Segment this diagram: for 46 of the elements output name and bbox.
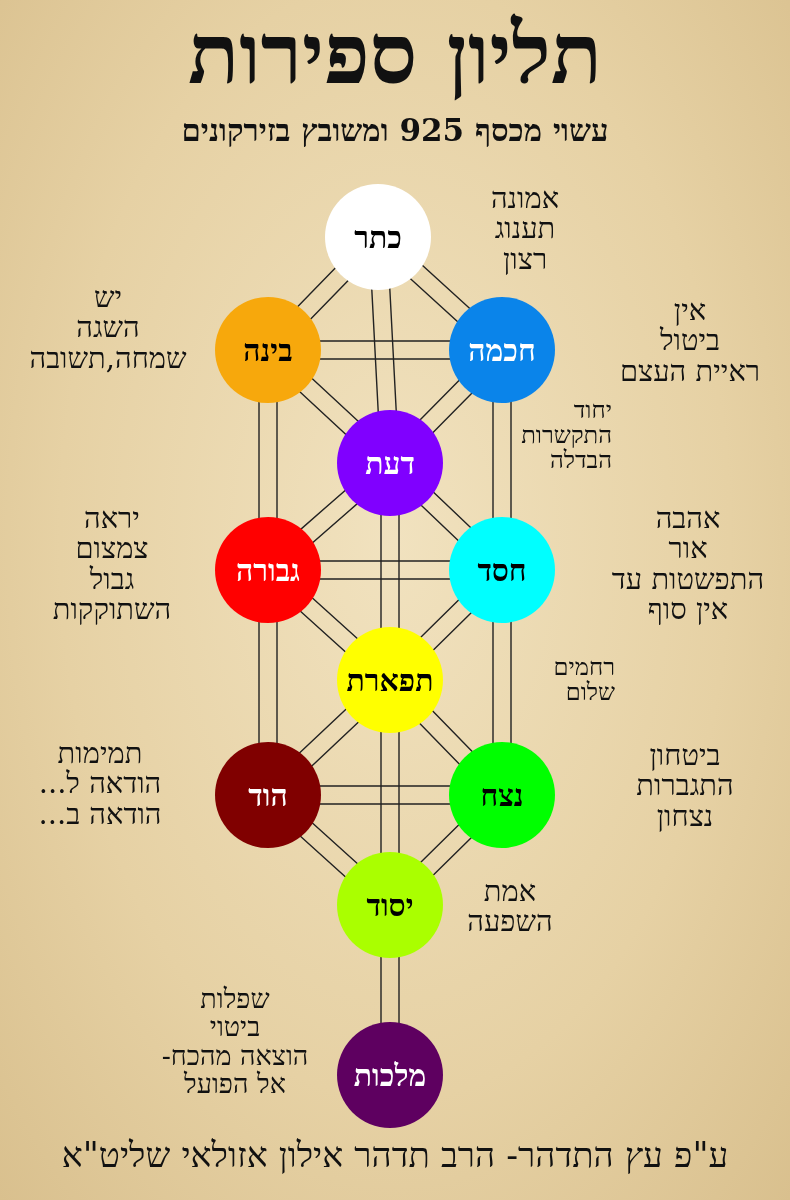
attribute-text: שלום xyxy=(565,680,615,706)
attribute-text: יש xyxy=(93,282,123,313)
attribute-text: הודאה ב... xyxy=(38,798,162,830)
attribute-text: אין xyxy=(673,295,707,326)
sefira-circle: תפארת xyxy=(337,627,443,733)
attribute-text: השגה xyxy=(76,312,140,343)
attribute-text: ביטוי xyxy=(209,1013,261,1042)
attribute-text: השפעה xyxy=(467,906,553,937)
attribute-text: אמונה xyxy=(490,183,560,214)
attribute-text: שפלות xyxy=(200,985,270,1014)
attribute-text: רחמים xyxy=(553,655,615,681)
sefira-circle: הוד xyxy=(215,742,321,848)
attribute-text: ביטחון xyxy=(649,740,721,771)
footer-credit: ע"פ עץ התדהר- הרב תדהר אילון אזולאי שליט"א xyxy=(60,1135,730,1176)
sefira-circle: מלכות xyxy=(337,1022,443,1128)
attribute-text: אמת xyxy=(483,876,537,907)
attribute-text: ביטול xyxy=(659,325,721,356)
sefira-circle: נצח xyxy=(449,742,555,848)
subtitle: עשוי מכסף 925 ומשובץ בזירקונים xyxy=(180,112,610,149)
attribute-text: צמצום xyxy=(75,533,149,564)
attribute-text: הבדלה xyxy=(550,448,612,474)
attribute-text: השתוקקות xyxy=(52,594,172,625)
sefira-circle: חסד xyxy=(449,517,555,623)
attribute-text: יחוד xyxy=(573,398,612,424)
attribute-text: תמימות xyxy=(57,738,143,769)
attribute-text: יראה xyxy=(84,503,140,534)
sefira-circle: כתר xyxy=(325,184,431,290)
attribute-text: הודאה ל... xyxy=(38,768,162,799)
attribute-text: תענוג xyxy=(494,213,556,244)
attribute-text: התפשטות עד אין סוף xyxy=(610,563,766,625)
attribute-text: אהבה xyxy=(655,503,721,534)
attribute-text: הוצאה מהכח- אל הפועל xyxy=(160,1041,310,1099)
attribute-text: שמחה,תשובה xyxy=(29,342,187,374)
sefira-circle: גבורה xyxy=(215,517,321,623)
attribute-text: ראיית העצם xyxy=(619,355,761,387)
sefira-circle: יסוד xyxy=(337,852,443,958)
attribute-text: נצחון xyxy=(656,800,714,832)
sefira-circle: חכמה xyxy=(449,297,555,403)
attribute-text: רצון xyxy=(502,243,548,275)
attribute-text: התגברות xyxy=(636,770,734,801)
attribute-text: אור xyxy=(668,533,708,564)
attribute-text: גבול xyxy=(89,563,135,595)
title: תליון ספירות xyxy=(186,8,604,101)
sefira-circle: בינה xyxy=(215,297,321,403)
attribute-text: התקשרות xyxy=(521,423,612,449)
sefira-circle: דעת xyxy=(337,410,443,516)
